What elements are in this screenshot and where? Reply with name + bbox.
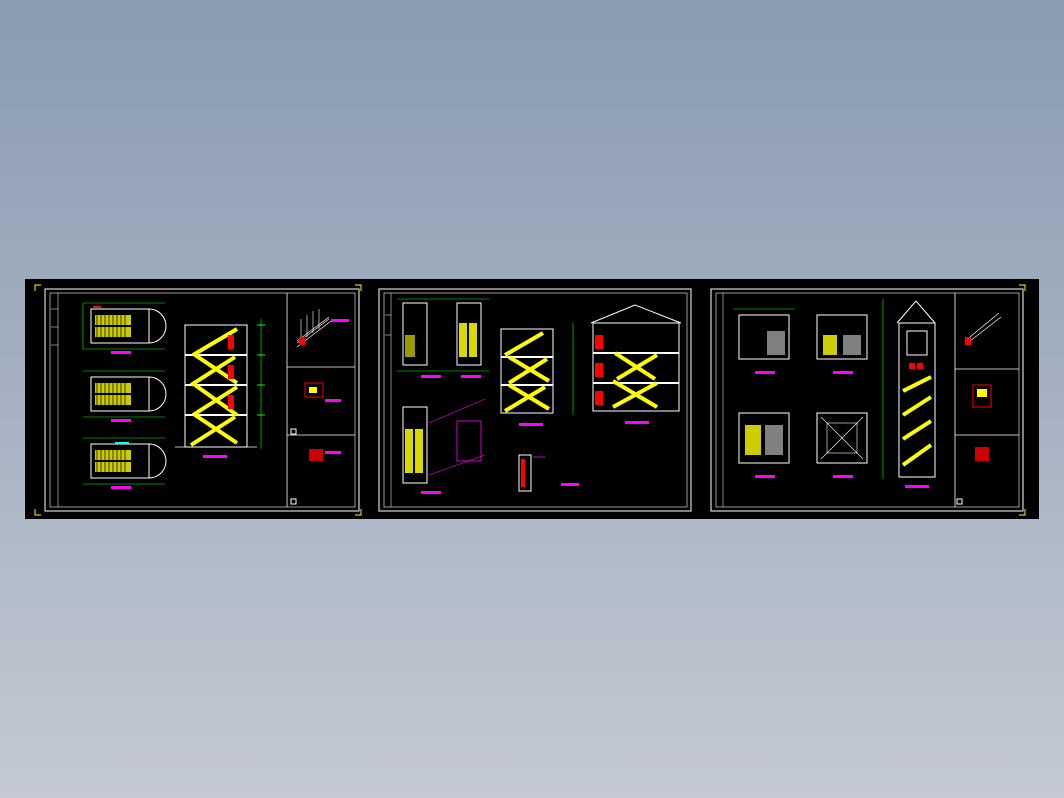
sheet-2[interactable] (378, 288, 692, 512)
sheet-3-plan-1 (733, 308, 795, 374)
sheet-1-corner-marks (34, 284, 362, 516)
sheet-2-detail (518, 454, 579, 492)
sheet-2-stair-plans-top (397, 298, 489, 378)
sheet-1-inner-frame (49, 292, 356, 508)
cad-drawing (25, 279, 1039, 519)
sheet-1-title-strip (51, 293, 59, 507)
sheet-1-stair-plan-3 (83, 437, 167, 489)
sheet-3-roof-plan (816, 412, 868, 478)
sheet-1-stair-section (175, 319, 265, 458)
sheet-3-detail-column (954, 293, 1019, 507)
sheet-2-title-strip (385, 293, 392, 507)
sheet-3-plan-2 (816, 314, 868, 374)
sheet-3[interactable] (710, 284, 1026, 516)
sheet-3-outer-frame (710, 288, 1024, 512)
sheet-2-stair-plans-bottom (402, 398, 486, 494)
sheet-2-inner-frame (383, 292, 688, 508)
sheet-3-inner-frame (715, 292, 1020, 508)
sheet-2-section-b (590, 304, 682, 424)
sheet-2-outer-frame (378, 288, 692, 512)
sheet-1-detail-column (286, 293, 355, 507)
sheet-1-outer-frame (44, 288, 360, 512)
sheet-1[interactable] (34, 284, 362, 516)
sheet-3-corner-marks (1019, 284, 1026, 516)
cad-model-space[interactable] (25, 279, 1039, 519)
sheet-1-stair-plan-1 (82, 302, 167, 354)
sheet-3-tower-section (882, 299, 936, 488)
sheet-1-stair-plan-2 (83, 370, 167, 422)
sheet-3-plan-3 (738, 412, 790, 478)
sheet-2-section-a (500, 323, 574, 426)
